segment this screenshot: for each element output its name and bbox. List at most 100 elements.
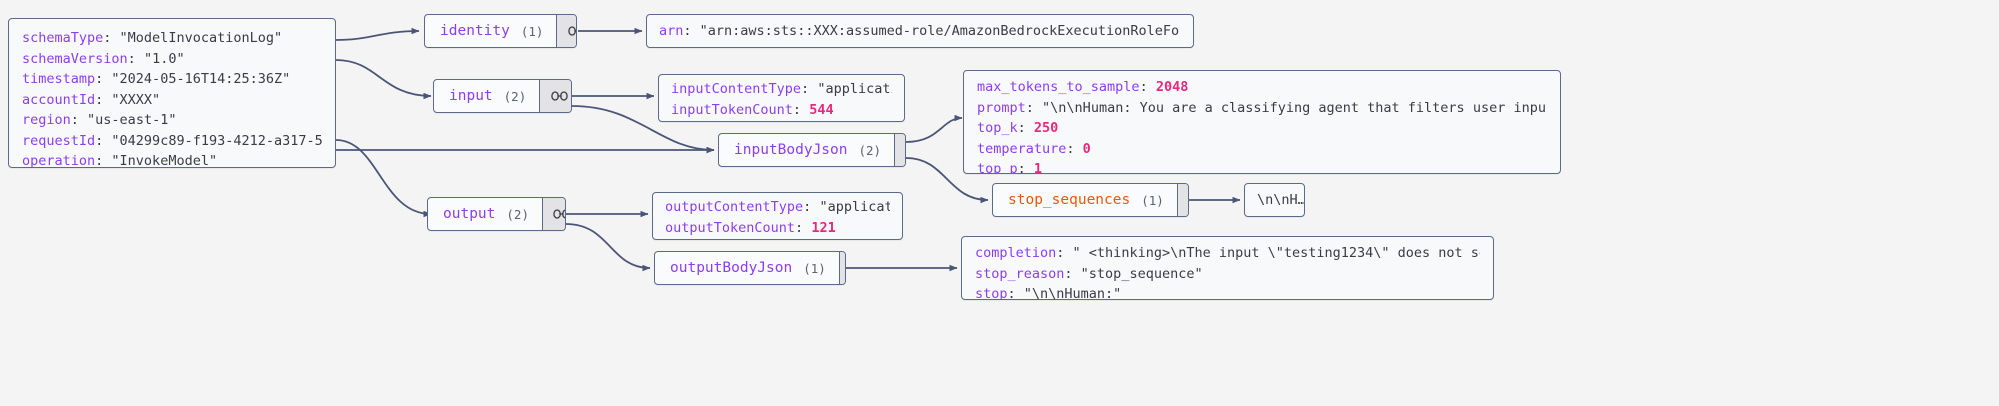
ibj-value-4: 1 — [1033, 161, 1043, 174]
root-row-1: schemaVersion: "1.0" — [22, 50, 185, 67]
output-row-1: outputTokenCount: 121 — [665, 219, 836, 236]
link-icon — [568, 25, 576, 37]
obj-key-0: completion — [975, 245, 1057, 261]
root-value-5: "04299c89-f193-4212-a317-57392cd0855f" — [111, 132, 322, 149]
input-row-0: inputContentType: "application/json" — [671, 79, 892, 100]
ibj-key-1: prompt — [977, 99, 1026, 116]
ibj-key-2: top_k — [977, 120, 1018, 136]
root-key-1: schemaVersion — [22, 50, 128, 67]
output-value-1: 121 — [811, 219, 836, 236]
panel-input-body-json-value: max_tokens_to_sample: 2048 prompt: "\n\n… — [963, 70, 1561, 174]
output-key-1: outputTokenCount — [665, 219, 796, 236]
panel-identity-value: arn: "arn:aws:sts::XXX:assumed-role/Amaz… — [646, 14, 1194, 48]
ibj-key-4: top_p — [977, 161, 1018, 174]
node-output-link-button[interactable] — [541, 198, 565, 230]
panel-output-body-json-value: completion: " <thinking>\nThe input \"te… — [961, 236, 1494, 300]
panel-output-value: outputContentType: "application/json" ou… — [652, 192, 903, 240]
root-object-panel: schemaType: "ModelInvocationLog" schemaV… — [8, 18, 336, 168]
node-identity-label-wrap[interactable]: identity (1) — [425, 15, 556, 47]
identity-arn-value: "arn:aws:sts::XXX:assumed-role/AmazonBed… — [699, 23, 1181, 39]
obj-row-2: stop: "\n\nHuman:" — [975, 286, 1122, 300]
input-value-0: "application/json" — [817, 81, 892, 97]
edge-root-input — [335, 59, 432, 100]
obj-key-1: stop_reason — [975, 265, 1065, 282]
output-row-0: outputContentType: "application/json" — [665, 197, 890, 218]
identity-arn-row: arn: "arn:aws:sts::XXX:assumed-role/Amaz… — [659, 21, 1181, 42]
edge-inputbodyjson-params — [905, 114, 963, 143]
ibj-row-2: top_k: 250 — [977, 120, 1059, 136]
root-key-3: accountId — [22, 91, 96, 108]
ibj-key-0: max_tokens_to_sample — [977, 79, 1140, 95]
node-stop-sequences-count: (1) — [1141, 192, 1164, 208]
root-key-4: region — [22, 112, 71, 128]
node-stop-sequences-link-button[interactable] — [1176, 184, 1189, 216]
root-value-2: "2024-05-16T14:25:36Z" — [111, 71, 291, 87]
ibj-key-3: temperature — [977, 140, 1067, 157]
node-output-count: (2) — [506, 206, 529, 222]
output-key-0: outputContentType — [665, 199, 804, 215]
root-row-4: region: "us-east-1" — [22, 112, 177, 128]
node-identity-link-button[interactable] — [556, 15, 576, 47]
root-key-2: timestamp — [22, 71, 96, 87]
root-key-6: operation — [22, 153, 96, 168]
node-input-body-json-count: (2) — [858, 142, 882, 158]
node-identity[interactable]: identity (1) — [424, 14, 577, 48]
ibj-value-2: 250 — [1033, 120, 1059, 136]
node-output-body-json-label-wrap[interactable]: outputBodyJson (1) — [655, 252, 839, 284]
root-value-3: "XXXX" — [111, 91, 161, 108]
node-stop-sequences[interactable]: stop_sequences (1) — [992, 183, 1189, 217]
link-icon — [550, 90, 568, 102]
obj-key-2: stop — [975, 286, 1008, 300]
input-value-1: 544 — [809, 101, 834, 118]
node-output-body-json-link-button[interactable] — [838, 252, 845, 284]
link-icon — [1188, 194, 1189, 206]
root-value-4: "us-east-1" — [87, 112, 177, 128]
node-output-label-wrap[interactable]: output (2) — [428, 198, 542, 230]
root-value-1: "1.0" — [143, 50, 185, 67]
edge-root-output — [335, 139, 432, 218]
node-output-body-json-name: outputBodyJson — [670, 260, 793, 276]
node-input-name: input — [449, 88, 493, 104]
node-input-body-json[interactable]: inputBodyJson (2) — [718, 133, 906, 167]
ibj-value-1: "\n\nHuman: You are a classifying agent … — [1042, 99, 1547, 116]
panel-input-value: inputContentType: "application/json" inp… — [658, 74, 905, 122]
obj-row-1: stop_reason: "stop_sequence" — [975, 265, 1203, 282]
obj-value-2: "\n\nHuman:" — [1023, 286, 1122, 300]
edge-output-outputbodyjson — [565, 223, 651, 272]
node-input-link-button[interactable] — [539, 80, 571, 112]
root-row-3: accountId: "XXXX" — [22, 91, 161, 108]
obj-value-0: " <thinking>\nThe input \"testing1234\" … — [1072, 245, 1480, 261]
node-identity-count: (1) — [520, 23, 544, 39]
node-input-body-json-link-button[interactable] — [894, 134, 905, 166]
node-output-body-json-count: (1) — [803, 260, 826, 276]
node-input-body-json-name: inputBodyJson — [734, 142, 848, 158]
node-output-name: output — [443, 206, 496, 222]
node-input-count: (2) — [503, 88, 527, 104]
node-input-label-wrap[interactable]: input (2) — [434, 80, 539, 112]
node-identity-name: identity — [440, 23, 510, 39]
identity-arn-key: arn — [659, 23, 684, 39]
root-value-0: "ModelInvocationLog" — [119, 30, 283, 46]
input-row-1: inputTokenCount: 544 — [671, 101, 834, 118]
node-stop-sequences-label-wrap[interactable]: stop_sequences (1) — [993, 184, 1177, 216]
obj-row-0: completion: " <thinking>\nThe input \"te… — [975, 243, 1480, 264]
ibj-value-0: 2048 — [1155, 79, 1189, 95]
input-key-1: inputTokenCount — [671, 101, 793, 118]
edge-root-identity — [335, 27, 420, 41]
node-input[interactable]: input (2) — [433, 79, 572, 113]
ibj-row-0: max_tokens_to_sample: 2048 — [977, 79, 1189, 95]
panel-stop-sequences-value: \n\nH… — [1244, 183, 1305, 217]
root-value-6: "InvokeModel" — [111, 153, 218, 168]
node-output[interactable]: output (2) — [427, 197, 566, 231]
stop-sequences-value-text: \n\nH… — [1257, 192, 1305, 208]
root-row-0: schemaType: "ModelInvocationLog" — [22, 30, 283, 46]
node-output-body-json[interactable]: outputBodyJson (1) — [654, 251, 846, 285]
ibj-row-3: temperature: 0 — [977, 140, 1091, 157]
output-value-0: "application/json" — [819, 199, 890, 215]
root-key-5: requestId — [22, 132, 96, 149]
input-key-0: inputContentType — [671, 81, 802, 97]
link-icon — [553, 208, 565, 220]
root-row-6: operation: "InvokeModel" — [22, 153, 218, 168]
node-input-body-json-label-wrap[interactable]: inputBodyJson (2) — [719, 134, 894, 166]
